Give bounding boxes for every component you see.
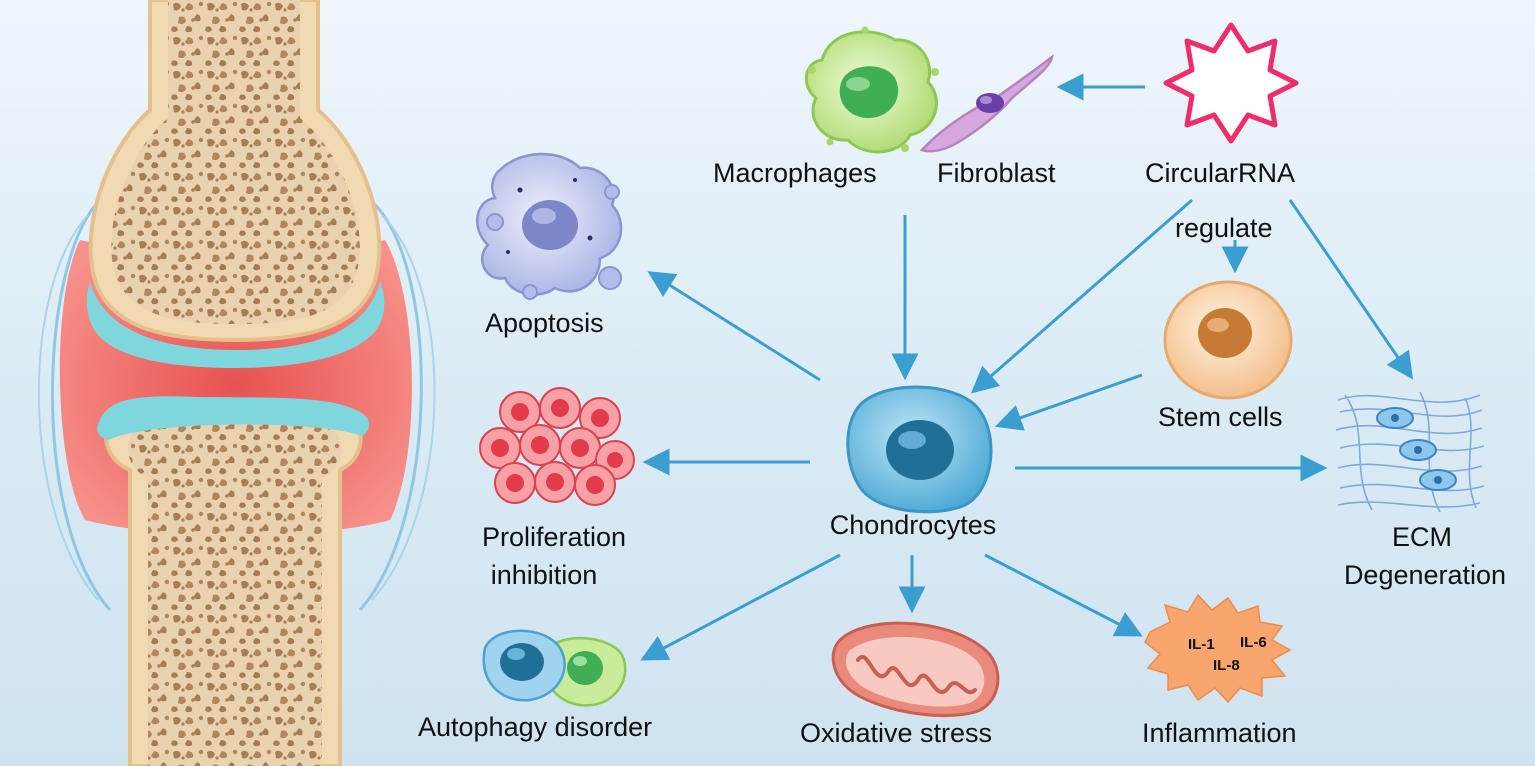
inflammation-burst-icon (1144, 593, 1292, 704)
stem-cell-icon (1163, 280, 1293, 400)
label-il8: IL-8 (1213, 657, 1240, 674)
label-ecm-line2: Degeneration (1343, 560, 1507, 590)
label-circular-rna: CircularRNA (1145, 158, 1296, 188)
arrow-circrna-to-ecm (1288, 199, 1414, 380)
arrows (640, 73, 1414, 661)
circular-rna-star-icon (1163, 22, 1299, 144)
label-inflammation: Inflammation (1142, 718, 1297, 748)
label-autophagy: Autophagy disorder (418, 712, 653, 742)
label-il1: IL-1 (1188, 636, 1215, 653)
arrow-circrna-to-chondrocytes (970, 198, 1193, 394)
label-il6: IL-6 (1240, 634, 1267, 651)
mitochondria-icon (831, 621, 1000, 718)
upper-cartilage (86, 282, 385, 368)
arrow-stem-cells-to-chondrocytes (994, 373, 1143, 431)
label-proliferation-line2: inhibition (490, 560, 598, 590)
label-oxidative: Oxidative stress (800, 718, 993, 748)
arrow-chondrocytes-to-apoptosis (647, 271, 821, 382)
fibroblast-icon (919, 54, 1054, 153)
label-proliferation-line1: Proliferation (481, 522, 627, 552)
apoptosis-cell-icon (476, 152, 623, 300)
lower-cartilage (97, 396, 370, 440)
proliferating-cells-icon (479, 387, 635, 506)
arrow-chondrocytes-to-autophagy (640, 553, 841, 661)
label-regulate: regulate (1175, 213, 1273, 243)
chondrocyte-icon (846, 385, 993, 514)
label-apoptosis: Apoptosis (485, 308, 604, 338)
joint-illustration (37, 0, 436, 766)
macrophage-icon (804, 26, 939, 154)
autophagy-cells-icon (482, 629, 627, 707)
label-ecm-line1: ECM (1392, 522, 1452, 552)
label-macrophages: Macrophages (713, 158, 877, 188)
ecm-fiber-icon (1335, 391, 1485, 513)
label-fibroblast: Fibroblast (937, 158, 1056, 188)
arrow-chondrocytes-to-inflammation (984, 553, 1143, 637)
label-chondrocytes: Chondrocytes (829, 510, 997, 540)
label-stem-cells: Stem cells (1158, 402, 1283, 432)
